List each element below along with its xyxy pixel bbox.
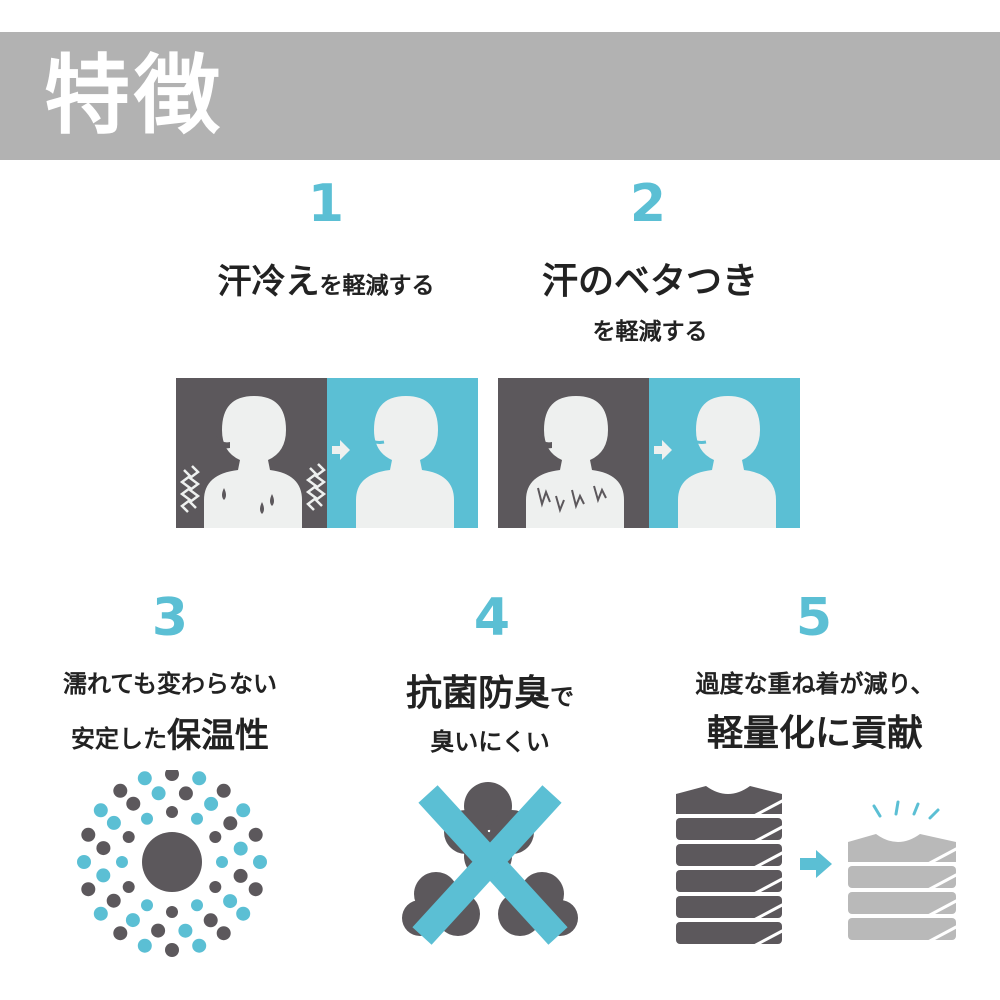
feature-4-title-suffix: で bbox=[550, 683, 574, 711]
feature-4-number: 4 bbox=[473, 588, 511, 648]
feature-1-title-sub: を軽減する bbox=[319, 273, 435, 299]
warmth-center-dot bbox=[142, 832, 202, 892]
warmth-dot bbox=[125, 913, 140, 928]
sticky-sweat-illustration bbox=[498, 378, 800, 528]
warmth-dot bbox=[253, 855, 267, 869]
warmth-dot bbox=[216, 856, 228, 868]
warmth-dot bbox=[223, 894, 238, 909]
warmth-dot bbox=[216, 926, 231, 941]
feature-1-number: 1 bbox=[307, 174, 345, 234]
warmth-dot bbox=[165, 770, 179, 781]
header-bar: 特徴 bbox=[0, 32, 1000, 160]
warmth-dot bbox=[93, 803, 108, 818]
warmth-dot bbox=[116, 856, 128, 868]
warmth-dot bbox=[113, 783, 128, 798]
warmth-dot bbox=[81, 827, 96, 842]
warmth-dot bbox=[96, 868, 111, 883]
feature-5-line1: 過度な重ね着が減り、 bbox=[695, 670, 935, 698]
warmth-dot bbox=[233, 868, 248, 883]
feature-5-number: 5 bbox=[795, 588, 833, 648]
feature-3-line1: 濡れても変わらない bbox=[62, 670, 278, 698]
feature-5-line2: 軽量化に貢献 bbox=[706, 713, 923, 754]
warmth-dot bbox=[192, 771, 207, 786]
warmth-dot bbox=[96, 841, 111, 856]
feature-2-number: 2 bbox=[629, 174, 667, 234]
warmth-dot bbox=[151, 923, 166, 938]
warmth-dot bbox=[178, 923, 193, 938]
feature-4-line2: 臭いにくい bbox=[430, 728, 550, 756]
warmth-dot bbox=[122, 881, 135, 893]
warmth-dot bbox=[192, 938, 207, 953]
warmth-dots-icon bbox=[72, 770, 272, 960]
warmth-dot bbox=[122, 831, 135, 843]
warmth-dot bbox=[166, 806, 178, 818]
warmth-dot bbox=[141, 812, 153, 825]
feature-3-line2-small: 安定した bbox=[71, 725, 167, 753]
warmth-dot bbox=[165, 943, 179, 957]
feature-3-line2: 安定した保温性 bbox=[30, 708, 310, 757]
warmth-dot bbox=[223, 816, 238, 831]
warmth-dot bbox=[77, 855, 91, 869]
sweat-chill-illustration bbox=[176, 378, 478, 528]
warmth-dot bbox=[248, 882, 263, 897]
warmth-dot bbox=[166, 906, 178, 918]
warmth-dot bbox=[126, 796, 141, 811]
feature-1-title: 汗冷えを軽減する bbox=[196, 254, 456, 303]
feature-3-number: 3 bbox=[151, 588, 189, 648]
warmth-dot bbox=[209, 881, 222, 893]
warmth-dot bbox=[209, 831, 222, 843]
warmth-dot bbox=[137, 938, 152, 953]
odor-blocked-icon bbox=[400, 776, 580, 946]
warmth-dot bbox=[141, 899, 153, 912]
warmth-dot bbox=[233, 841, 248, 856]
warmth-dot bbox=[178, 786, 193, 801]
feature-4-title: 抗菌防臭で bbox=[370, 664, 610, 716]
feature-1-title-main: 汗冷え bbox=[217, 262, 320, 302]
warmth-dot bbox=[137, 771, 152, 786]
feature-4-title-main: 抗菌防臭 bbox=[405, 673, 550, 714]
warmth-dot bbox=[236, 803, 251, 818]
warmth-dot bbox=[81, 882, 96, 897]
warmth-dot bbox=[236, 906, 251, 921]
warmth-dot bbox=[204, 796, 219, 811]
warmth-dot bbox=[191, 899, 203, 912]
warmth-dot bbox=[106, 893, 121, 908]
feature-3-line2-big: 保温性 bbox=[167, 716, 269, 756]
warmth-dot bbox=[151, 786, 166, 801]
feature-2-title-main: 汗のベタつき bbox=[541, 261, 758, 302]
warmth-dot bbox=[113, 926, 128, 941]
page-title: 特徴 bbox=[44, 46, 224, 146]
warmth-dot bbox=[191, 812, 203, 825]
warmth-dot bbox=[106, 815, 121, 830]
warmth-dot bbox=[93, 906, 108, 921]
lighter-layers-icon bbox=[666, 780, 966, 950]
feature-2-title-sub: を軽減する bbox=[592, 319, 708, 345]
warmth-dot bbox=[216, 783, 231, 798]
warmth-dot bbox=[203, 913, 218, 928]
warmth-dot bbox=[248, 827, 263, 842]
